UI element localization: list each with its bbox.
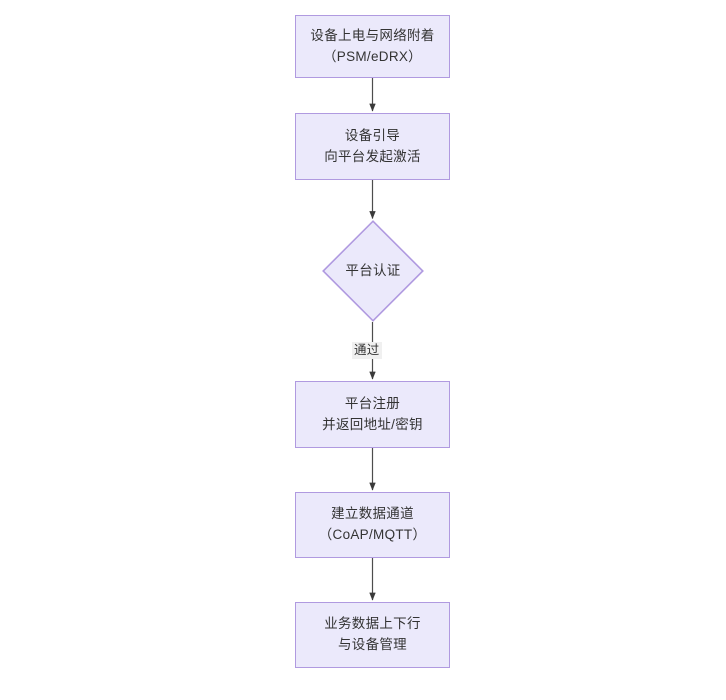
flow-node-device-power-on[interactable]: 设备上电与网络附着 （PSM/eDRX） — [295, 15, 450, 78]
edge-label-pass: 通过 — [352, 342, 382, 359]
diamond-shape — [322, 220, 424, 322]
flow-node-platform-register[interactable]: 平台注册 并返回地址/密钥 — [295, 381, 450, 448]
flow-node-label: 平台认证 — [345, 262, 401, 278]
flow-node-business-data[interactable]: 业务数据上下行 与设备管理 — [295, 602, 450, 668]
flow-node-label: 建立数据通道 （CoAP/MQTT） — [318, 506, 427, 542]
flow-node-platform-auth-decision[interactable]: 平台认证 — [322, 220, 424, 322]
flow-node-label: 业务数据上下行 与设备管理 — [324, 616, 421, 652]
flow-node-device-bootstrap[interactable]: 设备引导 向平台发起激活 — [295, 113, 450, 180]
flow-node-label: 设备上电与网络附着 （PSM/eDRX） — [310, 27, 435, 64]
flow-node-label: 平台注册 并返回地址/密钥 — [322, 395, 423, 432]
edge-label-text: 通过 — [354, 343, 380, 357]
flow-node-data-channel[interactable]: 建立数据通道 （CoAP/MQTT） — [295, 492, 450, 558]
flow-node-label: 设备引导 向平台发起激活 — [324, 127, 421, 164]
